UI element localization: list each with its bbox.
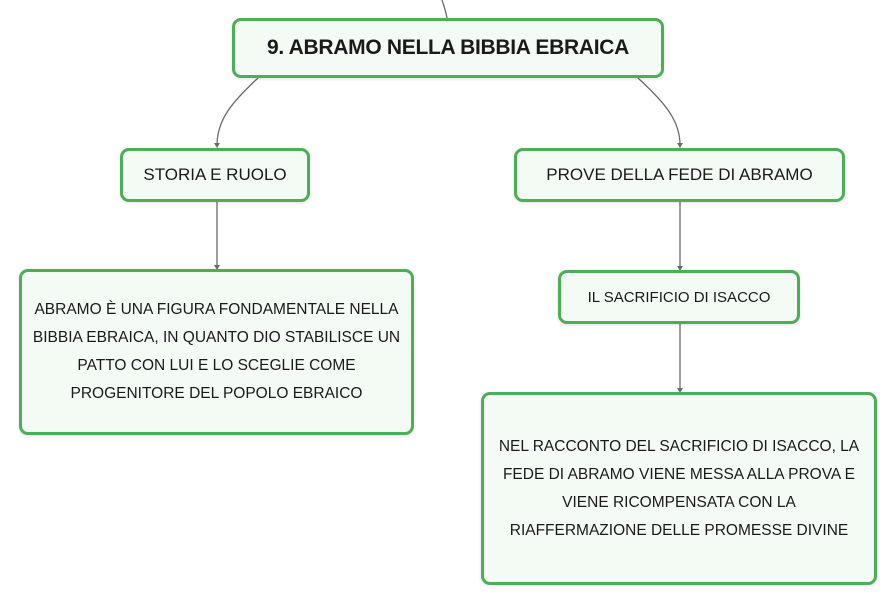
arrowhead-abramo	[214, 265, 220, 270]
storia-e-ruolo-node[interactable]: STORIA E RUOLO	[120, 148, 310, 202]
storia-e-ruolo-label: STORIA E RUOLO	[143, 165, 287, 184]
prove-della-fede-label: PROVE DELLA FEDE DI ABRAMO	[546, 165, 813, 184]
abramo-description-text: ABRAMO È UNA FIGURA FONDAMENTALE NELLA B…	[32, 301, 401, 402]
abramo-description-node[interactable]: ABRAMO È UNA FIGURA FONDAMENTALE NELLA B…	[19, 269, 414, 435]
arrowhead-prove	[677, 143, 683, 148]
connector-parent-title	[441, 0, 448, 19]
arrowhead-isacco	[677, 266, 683, 271]
title-node[interactable]: 9. ABRAMO NELLA BIBBIA EBRAICA	[232, 18, 664, 78]
sacrificio-di-isacco-node[interactable]: IL SACRIFICIO DI ISACCO	[558, 270, 800, 324]
arrowhead-racconto	[677, 388, 683, 393]
connector-title-prove	[637, 77, 681, 146]
title-label: 9. ABRAMO NELLA BIBBIA EBRAICA	[267, 36, 629, 59]
prove-della-fede-node[interactable]: PROVE DELLA FEDE DI ABRAMO	[514, 148, 845, 202]
arrowhead-storia	[214, 143, 220, 148]
racconto-description-text: NEL RACCONTO DEL SACRIFICIO DI ISACCO, L…	[498, 437, 860, 539]
racconto-description-node[interactable]: NEL RACCONTO DEL SACRIFICIO DI ISACCO, L…	[481, 392, 877, 585]
connector-title-storia	[216, 77, 259, 146]
sacrificio-di-isacco-label: IL SACRIFICIO DI ISACCO	[587, 288, 771, 306]
